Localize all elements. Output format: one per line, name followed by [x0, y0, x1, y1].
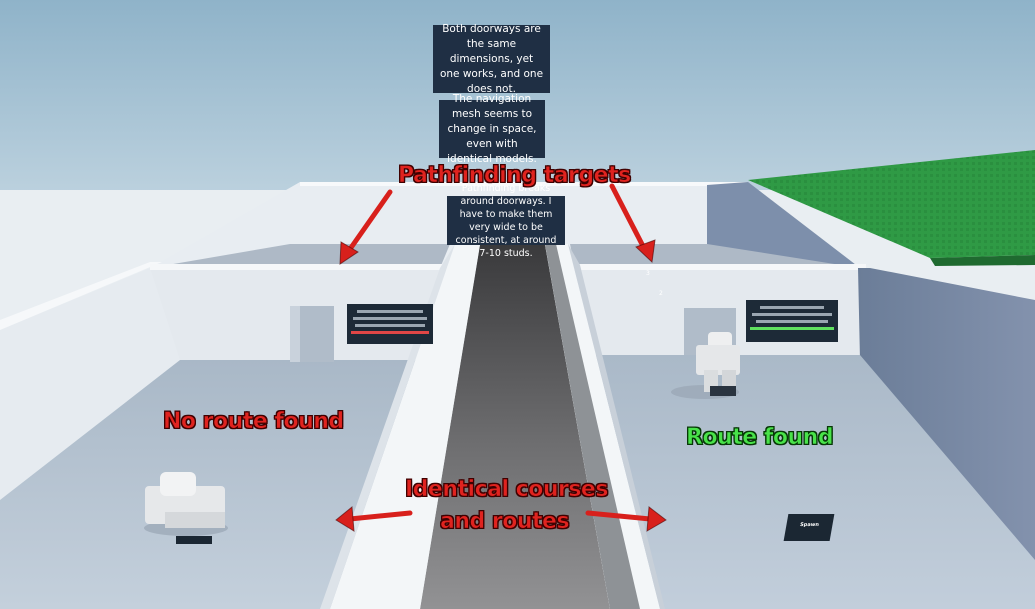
annotation-identical-line2: and routes	[440, 509, 570, 535]
left-avatar	[144, 472, 228, 544]
left-doorway-shadow	[290, 306, 300, 362]
sign-middle: The navigation mesh seems to change in s…	[439, 93, 545, 165]
left-outer-wall	[0, 268, 180, 500]
sign-middle-text: The navigation mesh seems to change in s…	[447, 92, 537, 165]
left-wall-note	[347, 304, 433, 344]
right-avatar	[671, 332, 740, 399]
left-room-floor	[0, 360, 440, 609]
spawn-label: Spawn	[799, 522, 820, 528]
spawn-pad[interactable]: Spawn	[783, 514, 835, 541]
center-road	[420, 245, 610, 609]
grass-plate	[748, 150, 1035, 258]
annotation-route-found: Route found	[686, 425, 834, 451]
sign-bottom: Pathfinding breaks around doorways. I ha…	[447, 183, 565, 259]
marker-2: 2	[659, 290, 663, 297]
sign-top: Both doorways are the same dimensions, y…	[433, 23, 550, 95]
annotation-identical-line1: Identical courses	[405, 477, 609, 503]
annotation-pathfinding-targets: Pathfinding targets	[398, 163, 632, 189]
left-doorway	[290, 306, 334, 362]
left-outer-wall-top	[0, 262, 162, 330]
annotation-no-route: No route found	[163, 409, 345, 435]
sign-bottom-text: Pathfinding breaks around doorways. I ha…	[455, 182, 557, 259]
right-room-floor	[585, 355, 1035, 609]
right-outer-wall-far	[707, 182, 860, 268]
left-divider-wall-top	[150, 264, 450, 270]
sign-top-text: Both doorways are the same dimensions, y…	[439, 22, 544, 95]
right-divider-wall-top	[570, 264, 866, 270]
grass-plate-edge	[930, 255, 1035, 266]
right-wall-note	[746, 300, 838, 342]
marker-3: 3	[646, 270, 650, 277]
